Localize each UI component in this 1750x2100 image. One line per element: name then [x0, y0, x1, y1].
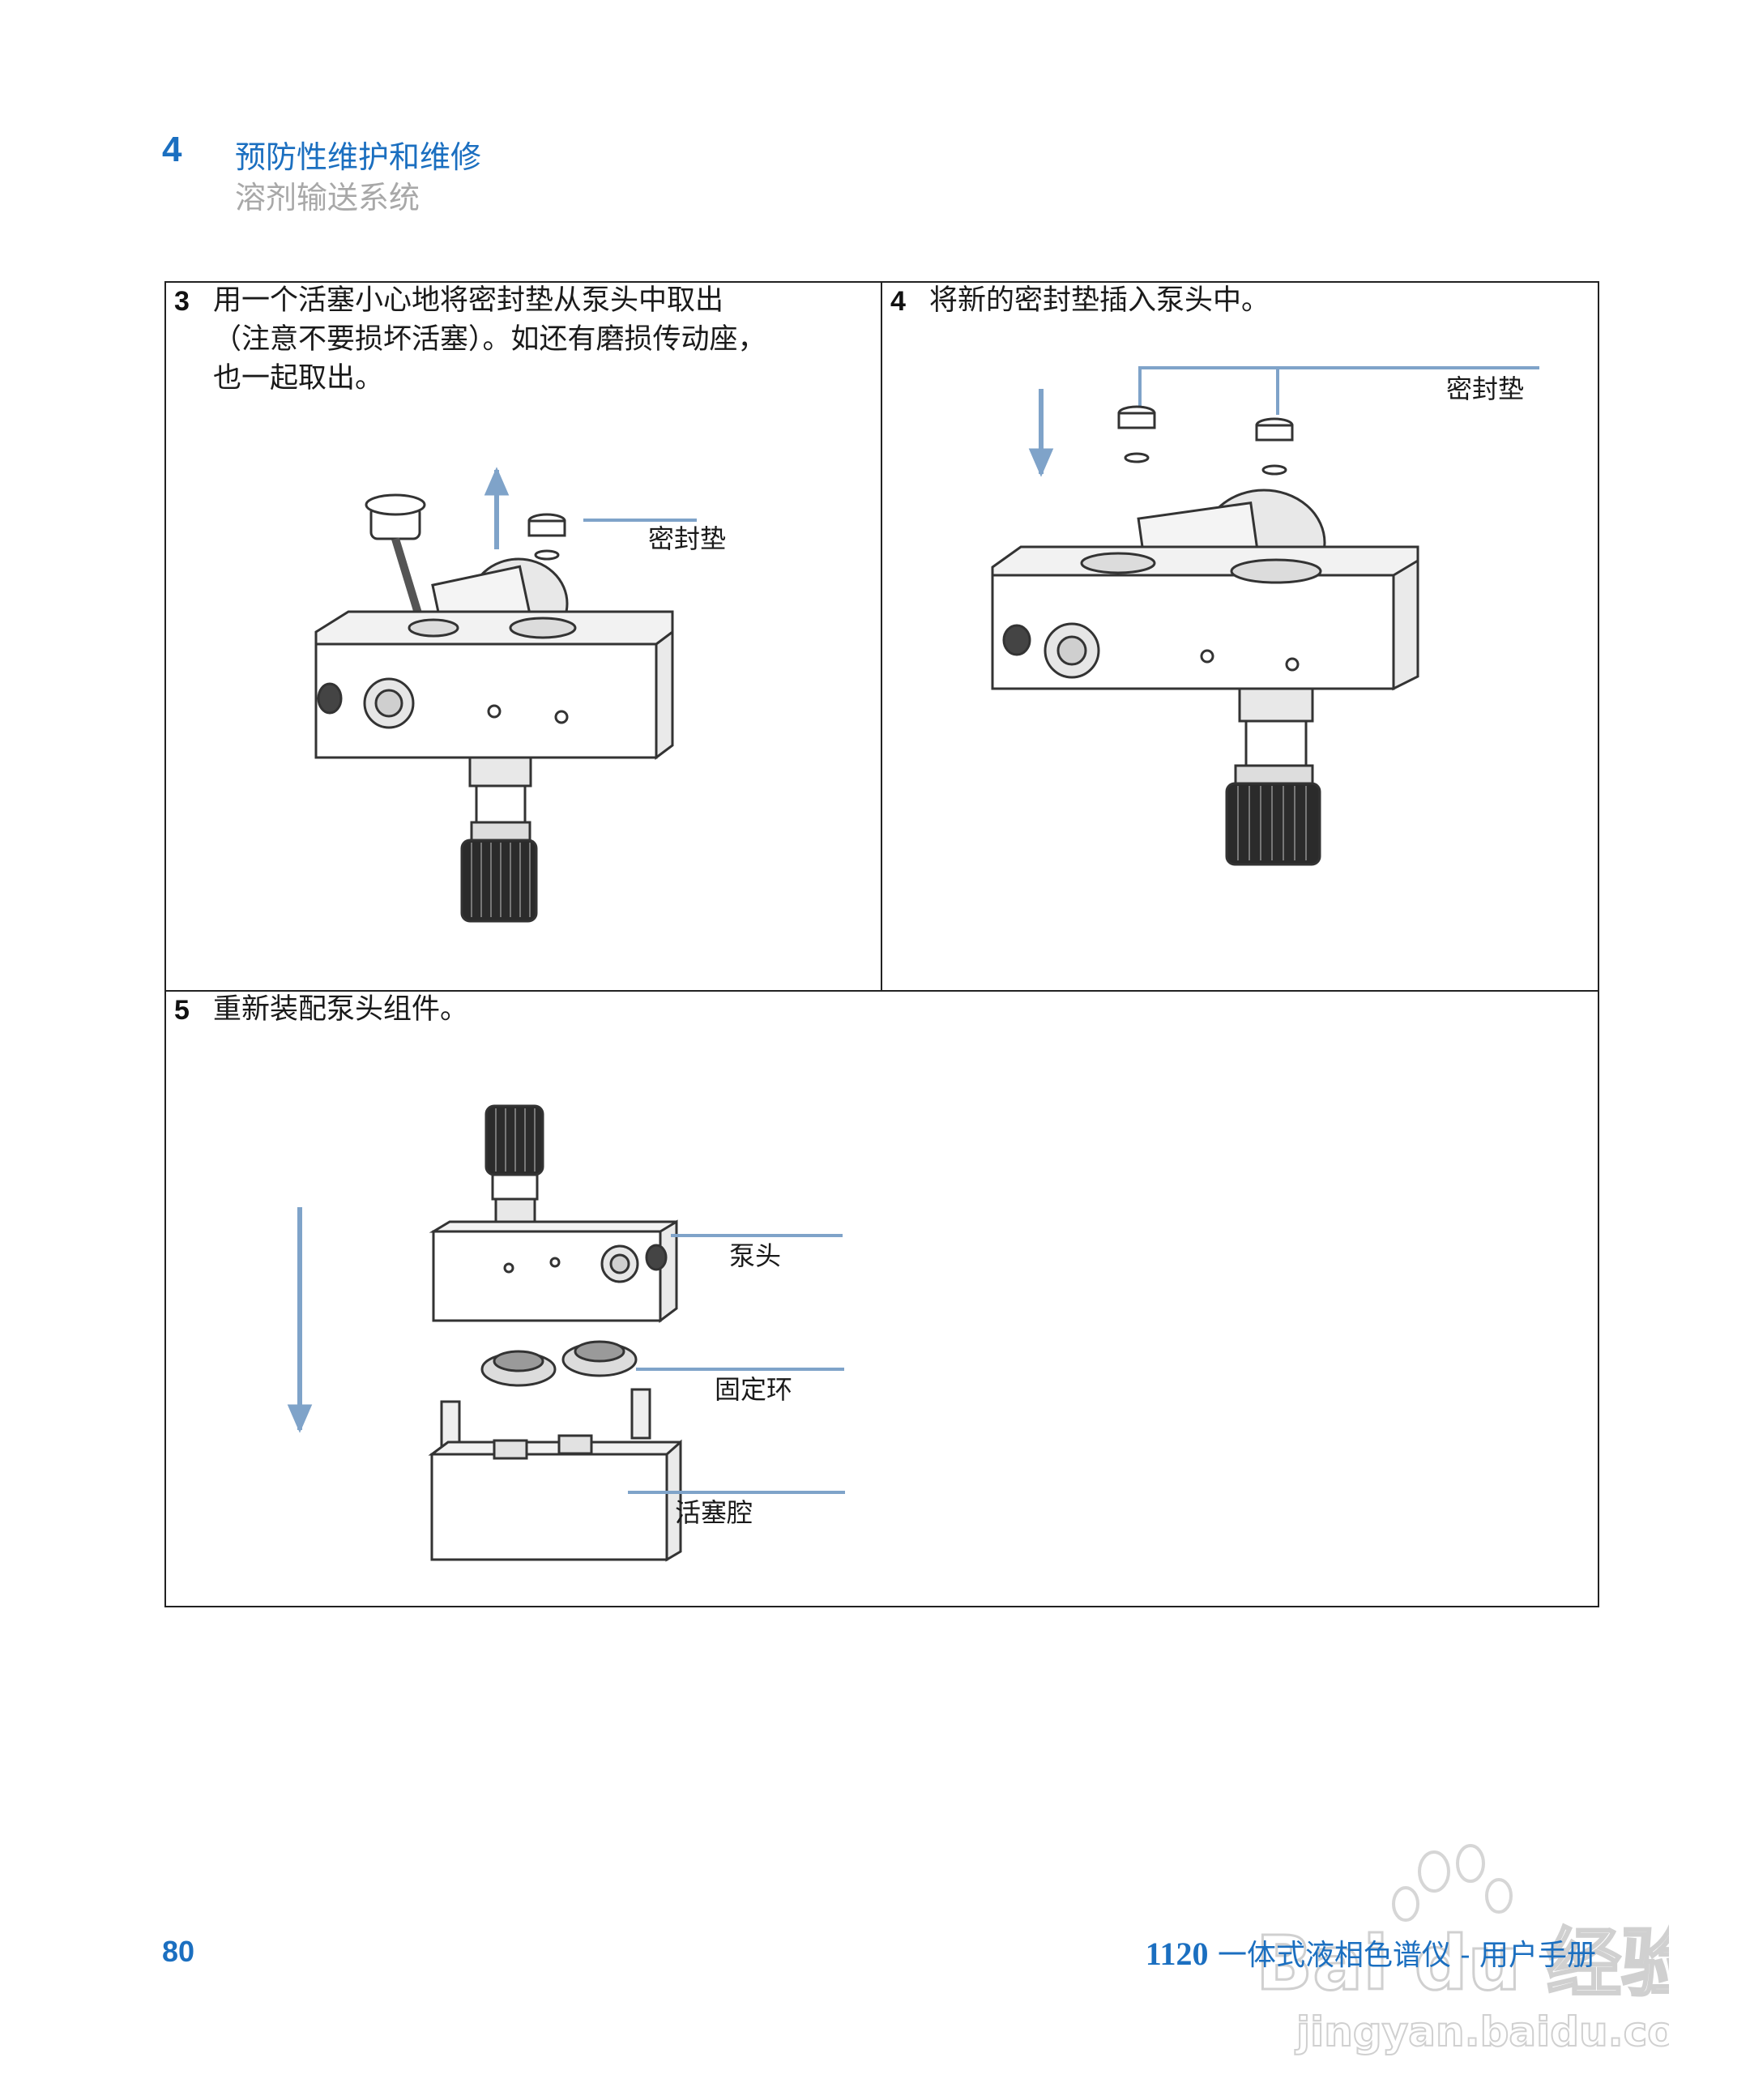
step-4-number: 4: [890, 286, 906, 317]
step-3-illustration: [314, 467, 674, 923]
page-number: 80: [162, 1935, 195, 1968]
step-4-seal-leader-right: [1276, 366, 1279, 415]
step-3-text: 用一个活塞小心地将密封垫从泵头中取出 （注意不要损坏活塞）。如还有磨损传动座， …: [213, 284, 766, 395]
step-4-text: 将新的密封垫插入泵头中。: [929, 284, 1270, 317]
baidu-jingyan-watermark: Bai du 经验 jingyan.baidu.com: [1255, 1844, 1669, 2056]
step-3-seal-leader: [583, 519, 697, 522]
step-5-piston-chamber-label: 活塞腔: [675, 1497, 753, 1528]
step-5-number: 5: [174, 995, 190, 1026]
step-5-piston-chamber-leader: [628, 1491, 845, 1494]
step-5-retaining-ring-leader: [636, 1368, 844, 1371]
manual-title: 1120 一体式液相色谱仪 - 用户手册: [1146, 1931, 1596, 1974]
table-divider-horizontal: [164, 990, 1599, 992]
section-title: 溶剂输送系统: [235, 180, 420, 216]
step-4-seal-leader: [1138, 366, 1539, 369]
table-divider-vertical: [881, 281, 882, 991]
watermark-brand: Bai du 经验: [1256, 1920, 1669, 2007]
chapter-number: 4: [162, 130, 182, 169]
step-5-retaining-ring-label: 固定环: [715, 1374, 793, 1405]
step-3-number: 3: [174, 286, 190, 317]
chapter-title: 预防性维护和维修: [235, 139, 482, 175]
step-5-illustration: [287, 1104, 682, 1562]
step-5-pump-head-label: 泵头: [729, 1240, 782, 1271]
manual-title-text: 一体式液相色谱仪 - 用户手册: [1217, 1939, 1596, 1972]
step-3-seal-label: 密封垫: [648, 523, 727, 554]
step-5-text: 重新装配泵头组件。: [213, 993, 469, 1026]
step-4-illustration: [991, 389, 1419, 866]
watermark-url: jingyan.baidu.com: [1295, 2008, 1669, 2055]
manual-model: 1120: [1145, 1936, 1209, 1972]
step-4-seal-label: 密封垫: [1446, 373, 1525, 404]
step-5-pump-head-leader: [671, 1234, 843, 1237]
step-4-seal-leader-left: [1138, 366, 1142, 415]
